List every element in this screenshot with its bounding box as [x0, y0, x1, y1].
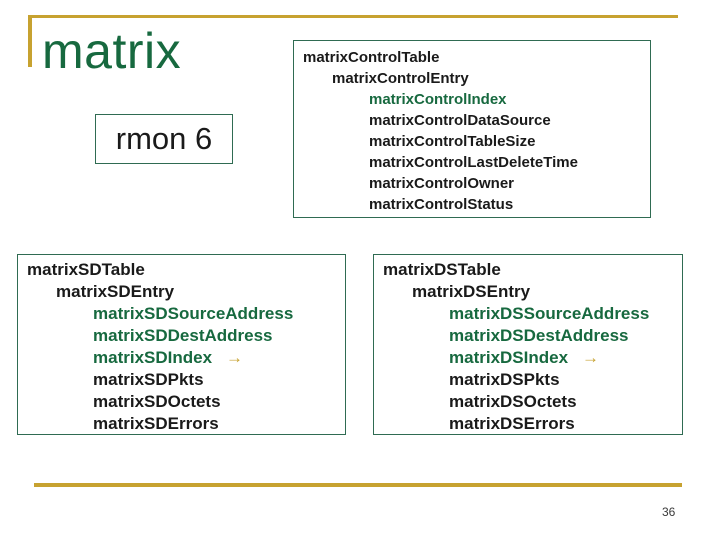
mib-object-label: matrixSDIndex [93, 348, 213, 367]
bottom-gold-rule [34, 483, 682, 487]
mib-object-label: matrixDSEntry [412, 282, 531, 301]
mib-object-item: matrixDSTable [374, 259, 682, 281]
mib-object-label: matrixDSDestAddress [449, 326, 629, 345]
gold-arrow-icon: → [226, 348, 244, 367]
mib-object-item: matrixSDSourceAddress [18, 303, 345, 325]
mib-object-item: matrixControlIndex [294, 89, 650, 110]
mib-object-item: matrixSDPkts [18, 369, 345, 391]
mib-object-item: matrixDSDestAddress [374, 325, 682, 347]
mib-object-item: matrixControlLastDeleteTime [294, 152, 650, 173]
mib-object-item: matrixSDEntry [18, 281, 345, 303]
mib-object-label: matrixSDSourceAddress [93, 304, 294, 323]
mib-object-item: matrixSDErrors [18, 413, 345, 435]
mib-object-label: matrixControlTable [303, 49, 440, 66]
mib-object-label: matrixControlLastDeleteTime [369, 154, 578, 171]
mib-object-label: matrixDSTable [383, 260, 501, 279]
mib-object-label: matrixSDEntry [56, 282, 175, 301]
mib-object-label: matrixControlEntry [332, 70, 469, 87]
mib-object-label: matrixSDErrors [93, 414, 219, 433]
mib-object-label: matrixDSSourceAddress [449, 304, 650, 323]
gold-arrow-icon: → [582, 348, 600, 367]
mib-object-item: matrixDSEntry [374, 281, 682, 303]
mib-object-item: matrixControlDataSource [294, 110, 650, 131]
mib-object-item: matrixDSIndex → [374, 347, 682, 369]
mib-object-label: matrixDSPkts [449, 370, 560, 389]
mib-object-label: matrixControlTableSize [369, 133, 536, 150]
title-corner-accent [28, 15, 32, 67]
mib-object-item: matrixDSSourceAddress [374, 303, 682, 325]
mib-object-item: matrixSDTable [18, 259, 345, 281]
mib-object-item: matrixControlOwner [294, 173, 650, 194]
matrix-ds-table-box: matrixDSTable matrixDSEntry matrixDSSource… [373, 254, 683, 435]
mib-object-item: matrixControlEntry [294, 68, 650, 89]
mib-object-label: matrixDSIndex [449, 348, 569, 367]
mib-object-item: matrixDSPkts [374, 369, 682, 391]
mib-object-label: matrixSDPkts [93, 370, 204, 389]
mib-object-item: matrixControlTableSize [294, 131, 650, 152]
rmon-group-box: rmon 6 [95, 114, 233, 164]
rmon-group-label: rmon 6 [115, 121, 213, 156]
matrix-control-table-box: matrixControlTable matrixControlEntry matr… [293, 40, 651, 218]
mib-object-item: matrixDSErrors [374, 413, 682, 435]
mib-object-label: matrixControlOwner [369, 175, 515, 192]
mib-object-item: matrixSDOctets [18, 391, 345, 413]
mib-object-item: matrixDSOctets [374, 391, 682, 413]
page-number: 36 [662, 505, 676, 519]
mib-object-label: matrixDSOctets [449, 392, 577, 411]
mib-object-label: matrixSDOctets [93, 392, 221, 411]
mib-object-item: matrixSDDestAddress [18, 325, 345, 347]
mib-object-label: matrixControlStatus [369, 196, 514, 213]
mib-object-item: matrixControlStatus [294, 194, 650, 215]
mib-object-item: matrixControlTable [294, 47, 650, 68]
mib-object-label: matrixSDTable [27, 260, 145, 279]
slide-title: matrix [42, 23, 182, 79]
mib-object-label: matrixDSErrors [449, 414, 575, 433]
mib-object-label: matrixSDDestAddress [93, 326, 273, 345]
mib-object-label: matrixControlDataSource [369, 112, 551, 129]
matrix-sd-table-box: matrixSDTable matrixSDEntry matrixSDSource… [17, 254, 346, 435]
top-gold-rule [28, 15, 678, 18]
mib-object-item: matrixSDIndex → [18, 347, 345, 369]
mib-object-label: matrixControlIndex [369, 91, 507, 108]
